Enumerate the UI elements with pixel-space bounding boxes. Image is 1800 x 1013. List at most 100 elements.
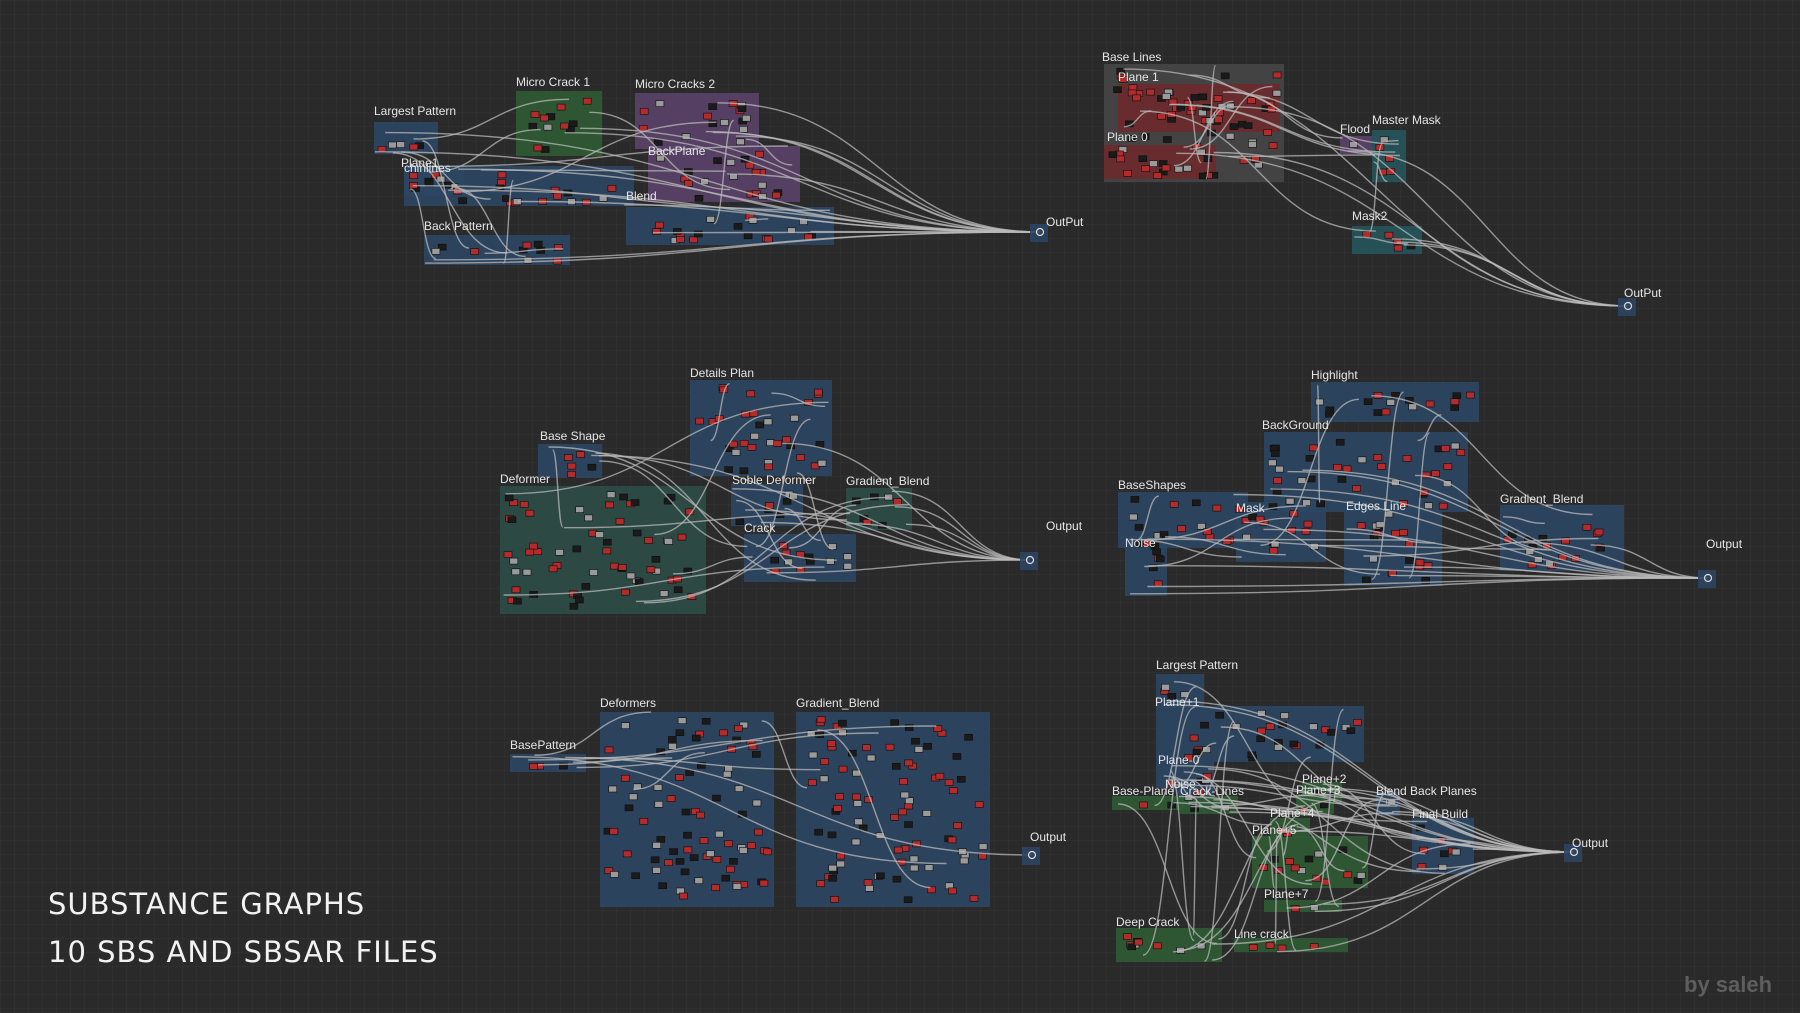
graph-node[interactable]: [853, 800, 863, 807]
graph-node[interactable]: [890, 719, 900, 726]
graph-node[interactable]: [555, 548, 564, 556]
graph-node[interactable]: [1363, 398, 1373, 406]
graph-node[interactable]: [833, 804, 842, 812]
graph-node[interactable]: [754, 828, 763, 836]
graph-node[interactable]: [581, 583, 591, 590]
graph-node[interactable]: [504, 494, 514, 502]
graph-node[interactable]: [851, 793, 861, 801]
graph-node[interactable]: [1139, 801, 1148, 809]
graph-node[interactable]: [696, 811, 705, 819]
graph-node[interactable]: [1335, 438, 1345, 446]
graph-node[interactable]: [1594, 528, 1604, 536]
graph-node[interactable]: [1431, 470, 1440, 478]
graph-node[interactable]: [862, 519, 872, 526]
graph-node[interactable]: [1381, 408, 1391, 416]
graph-node[interactable]: [1450, 442, 1460, 450]
graph-node[interactable]: [1184, 754, 1193, 761]
graph-node[interactable]: [582, 97, 592, 105]
graph-node[interactable]: [909, 864, 919, 872]
graph-node[interactable]: [1285, 497, 1295, 505]
graph-node[interactable]: [587, 463, 597, 471]
graph-node[interactable]: [409, 172, 419, 179]
graph-node[interactable]: [903, 896, 913, 904]
graph-node[interactable]: [708, 103, 717, 110]
output-node-icon[interactable]: [1623, 301, 1633, 311]
output-node-frame[interactable]: [1020, 552, 1038, 570]
graph-node[interactable]: [1301, 527, 1311, 535]
graph-node[interactable]: [944, 779, 954, 786]
graph-node[interactable]: [619, 493, 628, 501]
graph-node[interactable]: [664, 859, 673, 867]
graph-node[interactable]: [1200, 721, 1209, 729]
graph-node[interactable]: [1268, 459, 1277, 467]
graph-node[interactable]: [639, 108, 649, 115]
graph-node[interactable]: [743, 232, 753, 240]
graph-node[interactable]: [689, 236, 699, 244]
graph-node[interactable]: [885, 743, 895, 751]
graph-node[interactable]: [533, 240, 543, 248]
graph-node[interactable]: [726, 865, 735, 873]
graph-node[interactable]: [863, 879, 873, 887]
graph-node[interactable]: [1393, 244, 1403, 252]
graph-node[interactable]: [507, 516, 517, 524]
graph-node[interactable]: [1108, 151, 1118, 158]
graph-node[interactable]: [866, 754, 876, 762]
graph-node[interactable]: [948, 887, 957, 895]
graph-node[interactable]: [713, 157, 722, 164]
graph-node[interactable]: [1538, 534, 1548, 542]
output-node-frame[interactable]: [1698, 570, 1716, 588]
graph-node[interactable]: [1134, 524, 1144, 531]
graph-node[interactable]: [835, 793, 845, 801]
graph-node[interactable]: [644, 537, 653, 544]
graph-node[interactable]: [1123, 933, 1132, 940]
graph-node[interactable]: [843, 562, 853, 570]
graph-node[interactable]: [1305, 454, 1315, 462]
graph-node[interactable]: [1127, 89, 1137, 97]
graph-node[interactable]: [1180, 691, 1190, 698]
graph-node[interactable]: [933, 725, 943, 733]
graph-node[interactable]: [828, 874, 837, 882]
graph-node[interactable]: [1456, 449, 1466, 456]
graph-node[interactable]: [1271, 450, 1280, 457]
graph-node[interactable]: [755, 150, 764, 158]
graph-node[interactable]: [540, 146, 550, 153]
graph-node[interactable]: [726, 159, 736, 166]
graph-node[interactable]: [511, 568, 521, 576]
graph-node[interactable]: [876, 872, 885, 880]
graph-node[interactable]: [820, 758, 829, 766]
graph-node[interactable]: [528, 122, 538, 130]
graph-node[interactable]: [1356, 522, 1366, 530]
graph-node[interactable]: [1157, 113, 1166, 120]
graph-node[interactable]: [695, 417, 704, 425]
graph-node[interactable]: [1159, 531, 1169, 538]
graph-node[interactable]: [1402, 455, 1412, 462]
graph-node[interactable]: [630, 499, 640, 506]
graph-node[interactable]: [1315, 398, 1324, 406]
graph-node[interactable]: [904, 797, 914, 805]
graph-node[interactable]: [703, 112, 712, 120]
graph-node[interactable]: [843, 553, 852, 561]
graph-node[interactable]: [689, 854, 699, 861]
graph-node[interactable]: [569, 602, 579, 610]
graph-node[interactable]: [764, 463, 773, 471]
graph-node[interactable]: [1375, 521, 1385, 528]
graph-node[interactable]: [773, 440, 783, 447]
graph-node[interactable]: [683, 831, 692, 839]
graph-node[interactable]: [519, 501, 529, 508]
graph-node[interactable]: [904, 759, 914, 767]
graph-node[interactable]: [1118, 76, 1128, 83]
graph-node[interactable]: [655, 100, 665, 107]
graph-node[interactable]: [523, 256, 533, 264]
graph-node[interactable]: [1256, 735, 1265, 743]
graph-node[interactable]: [914, 746, 924, 753]
graph-node[interactable]: [838, 765, 848, 773]
graph-node[interactable]: [752, 799, 762, 807]
graph-node[interactable]: [1129, 513, 1138, 521]
graph-node[interactable]: [1123, 170, 1132, 177]
graph-node[interactable]: [712, 794, 721, 802]
output-node-icon[interactable]: [1027, 850, 1037, 860]
graph-node[interactable]: [746, 390, 756, 398]
graph-node[interactable]: [926, 886, 936, 894]
graph-node[interactable]: [1146, 88, 1155, 96]
graph-node[interactable]: [607, 185, 617, 192]
